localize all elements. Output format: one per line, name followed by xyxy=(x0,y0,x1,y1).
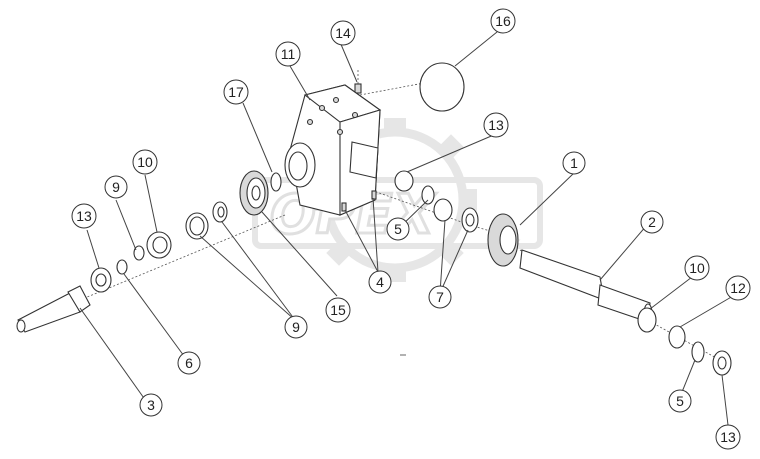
callout-12: 12 xyxy=(725,275,751,301)
part-gearbox-housing xyxy=(284,84,382,216)
part-output-shaft xyxy=(519,249,653,323)
callout-2-label: 2 xyxy=(648,214,656,230)
callout-16: 16 xyxy=(490,8,516,34)
callout-3-label: 3 xyxy=(147,397,155,413)
part-retaining-rings-left xyxy=(116,245,145,275)
part-cover-disk xyxy=(419,62,465,112)
part-center-rings xyxy=(394,170,479,233)
callout-14-label: 14 xyxy=(335,25,351,41)
callout-16-label: 16 xyxy=(495,13,511,29)
callout-3: 3 xyxy=(139,393,163,417)
callout-7: 7 xyxy=(428,285,452,309)
callout-17: 17 xyxy=(223,79,249,105)
callout-11: 11 xyxy=(275,41,301,67)
callout-6: 6 xyxy=(177,351,201,375)
part-bevel-gear-left xyxy=(239,170,269,216)
callout-15-label: 15 xyxy=(330,302,346,318)
callout-13-center: 13 xyxy=(483,112,509,138)
callout-2: 2 xyxy=(640,210,664,234)
callout-10-left-label: 10 xyxy=(137,154,153,170)
callout-7-label: 7 xyxy=(436,289,444,305)
callout-15: 15 xyxy=(325,297,351,323)
part-pins xyxy=(341,190,377,212)
callout-1: 1 xyxy=(562,151,586,175)
callout-9-bottom-label: 9 xyxy=(292,319,300,335)
callout-4: 4 xyxy=(368,270,392,294)
part-bearing-left xyxy=(146,231,172,259)
callout-4-label: 4 xyxy=(376,274,384,290)
callout-9-bottom: 9 xyxy=(284,315,308,339)
callout-13-left: 13 xyxy=(71,203,97,229)
callout-10-right-label: 10 xyxy=(689,260,705,276)
leader-lines xyxy=(79,31,734,426)
callout-6-label: 6 xyxy=(185,355,193,371)
callout-5-right-label: 5 xyxy=(676,393,684,409)
callout-13-center-label: 13 xyxy=(488,117,504,133)
part-bevel-gear-right xyxy=(487,213,519,267)
callout-5-right: 5 xyxy=(668,389,692,413)
part-set-screw xyxy=(354,83,362,94)
callout-9-left-label: 9 xyxy=(112,179,120,195)
part-snap-ring-17 xyxy=(270,172,282,192)
part-spacer-ring xyxy=(185,212,209,240)
callout-5-center: 5 xyxy=(386,217,410,241)
part-small-bearing xyxy=(212,201,228,223)
part-seal-left xyxy=(90,267,112,293)
callout-14: 14 xyxy=(330,20,356,46)
callout-13-right: 13 xyxy=(715,424,741,450)
callout-1-label: 1 xyxy=(570,155,578,171)
callout-11-label: 11 xyxy=(281,46,296,62)
part-right-stack xyxy=(637,307,732,376)
callout-13-left-label: 13 xyxy=(76,208,92,224)
callout-13-right-label: 13 xyxy=(720,429,736,445)
callout-12-label: 12 xyxy=(730,280,746,296)
callout-5-center-label: 5 xyxy=(394,221,402,237)
callout-10-right: 10 xyxy=(684,255,710,281)
callout-10-left: 10 xyxy=(132,149,158,175)
callout-9-left: 9 xyxy=(104,175,128,199)
part-input-shaft xyxy=(16,285,91,333)
callout-17-label: 17 xyxy=(228,84,244,100)
